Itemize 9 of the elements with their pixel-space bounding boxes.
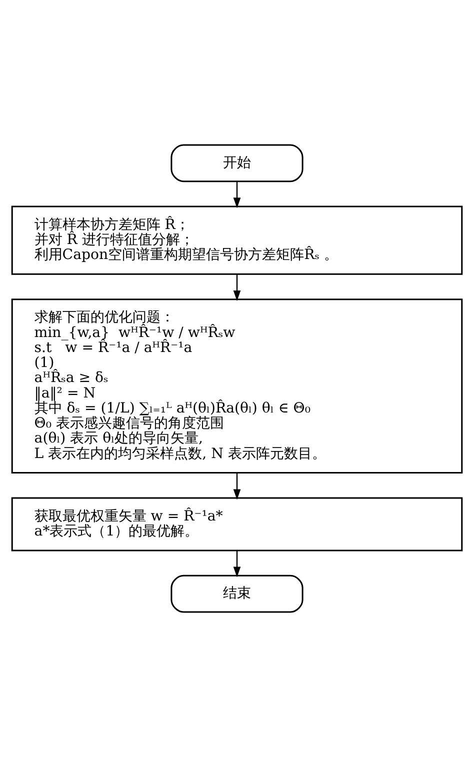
node-box: 求解下面的优化问题： min_{w,a} wᴴR̂⁻¹w / wᴴR̂ₛw s.t w = R̂⁻¹a / aᴴR̂⁻¹a (1) aᴴR̂ₛa ≥ δₛ ‖a‖² = N 其中 δₛ = (1/L) ∑ₗ₌₁ᴸ aᴴ(θₗ)R̂a(θₗ) θₗ ∈ Θ₀ Θ₀ 表示感兴趣信号的角度范围 a(θₗ) 表示 θₗ处的导向矢量, L 表示在内的均匀采样点数, N 表示阵元数目。 bbox=[11, 298, 463, 474]
arrow bbox=[233, 472, 241, 500]
arrow bbox=[233, 182, 241, 208]
arrow bbox=[233, 274, 241, 301]
node-box: 计算样本协方差矩阵 R̂； 并对 R̂ 进行特征值分解； 利用Capon空间谱重构期望信号协方差矩阵R̂ₛ 。 bbox=[11, 206, 463, 275]
arrow bbox=[233, 550, 241, 578]
node-box: 获取最优权重矢量 w = R̂⁻¹a* a*表示式（1）的最优解。 bbox=[11, 497, 463, 552]
node-box: 结束 bbox=[170, 574, 304, 613]
node-box: 开始 bbox=[170, 144, 304, 182]
